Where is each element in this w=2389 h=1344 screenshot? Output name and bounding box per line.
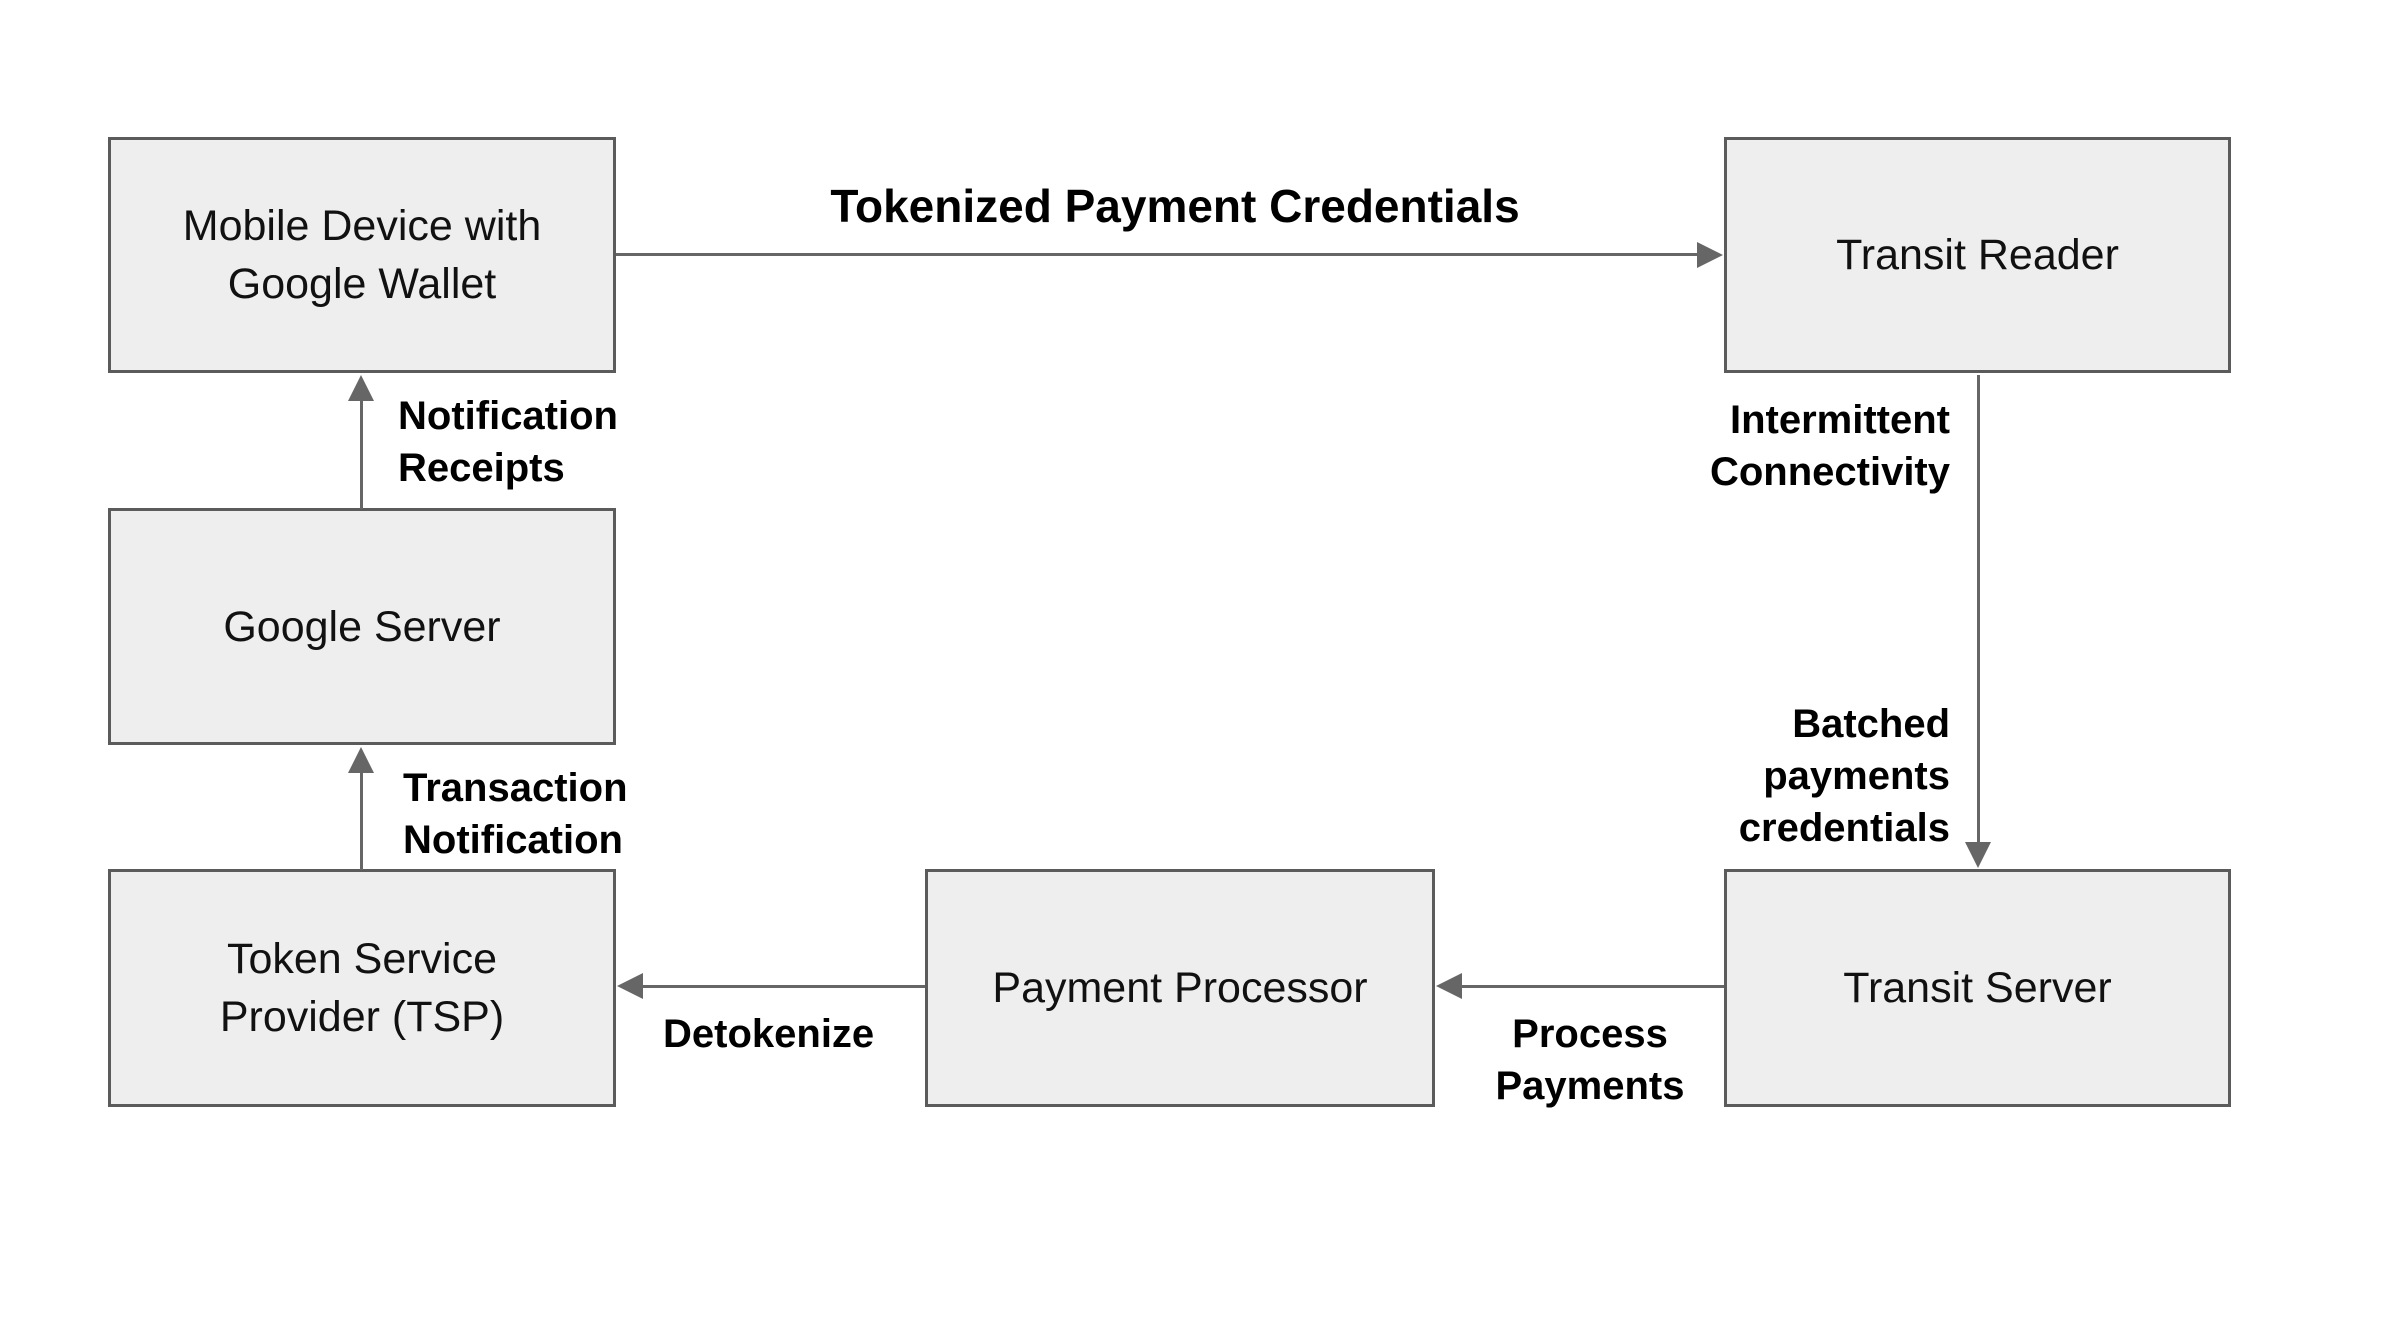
node-payment-processor: Payment Processor (925, 869, 1435, 1107)
edge-processor-to-tsp-line (642, 985, 925, 988)
edge-label-transaction-notification: Transaction Notification (403, 766, 628, 862)
edge-label-detokenize: Detokenize (663, 1012, 875, 1056)
edge-transit-to-processor-arrowhead-icon (1436, 973, 1462, 999)
edge-transit-to-processor-line (1461, 985, 1724, 988)
node-token-service-provider: Token Service Provider (TSP) (108, 869, 616, 1107)
edge-label-process-payments: Process Payments (1495, 1012, 1685, 1108)
edge-label-tokenized-payment-credentials: Tokenized Payment Credentials (830, 180, 1520, 232)
edge-tsp-to-google-line (360, 771, 363, 870)
node-mobile-device: Mobile Device with Google Wallet (108, 137, 616, 373)
node-transit-reader: Transit Reader (1724, 137, 2231, 373)
edge-tokenized-line (616, 253, 1700, 256)
node-google-server: Google Server (108, 508, 616, 745)
edge-label-notification-receipts: Notification Receipts (398, 394, 618, 490)
edge-tokenized-arrowhead-icon (1697, 242, 1723, 268)
edge-google-to-mobile-arrowhead-icon (348, 375, 374, 401)
edge-reader-to-server-arrowhead-icon (1965, 842, 1991, 868)
node-transit-server: Transit Server (1724, 869, 2231, 1107)
edge-tsp-to-google-arrowhead-icon (348, 747, 374, 773)
edge-processor-to-tsp-arrowhead-icon (617, 973, 643, 999)
edge-label-batched-payments-credentials: Batched payments credentials (1738, 702, 1950, 850)
edge-reader-to-server-line (1977, 375, 1980, 845)
edge-google-to-mobile-line (360, 399, 363, 509)
edge-label-intermittent-connectivity: Intermittent Connectivity (1709, 398, 1950, 494)
